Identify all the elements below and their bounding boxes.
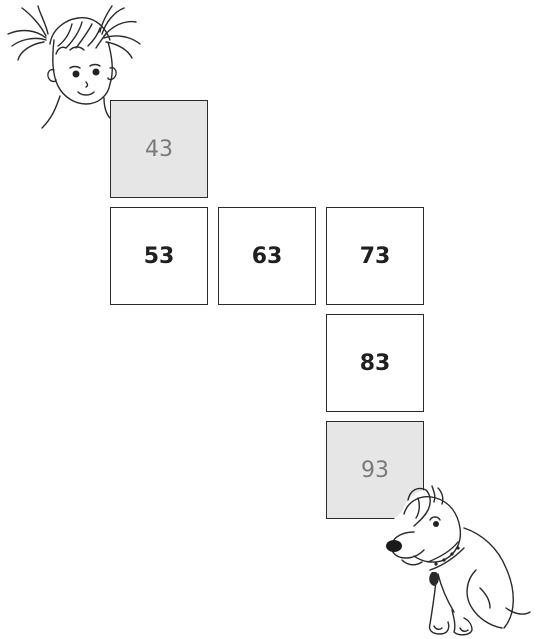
path-square-value: 63 (252, 244, 283, 269)
path-square-4: 83 (326, 314, 424, 412)
path-square-3: 73 (326, 207, 424, 305)
path-square-1: 53 (110, 207, 208, 305)
start-value: 43 (145, 137, 173, 162)
path-square-value: 53 (144, 244, 175, 269)
path-square-value: 73 (360, 244, 391, 269)
dog-icon (378, 478, 537, 638)
start-square: 43 (110, 100, 208, 198)
path-square-2: 63 (218, 207, 316, 305)
path-square-value: 83 (360, 351, 391, 376)
